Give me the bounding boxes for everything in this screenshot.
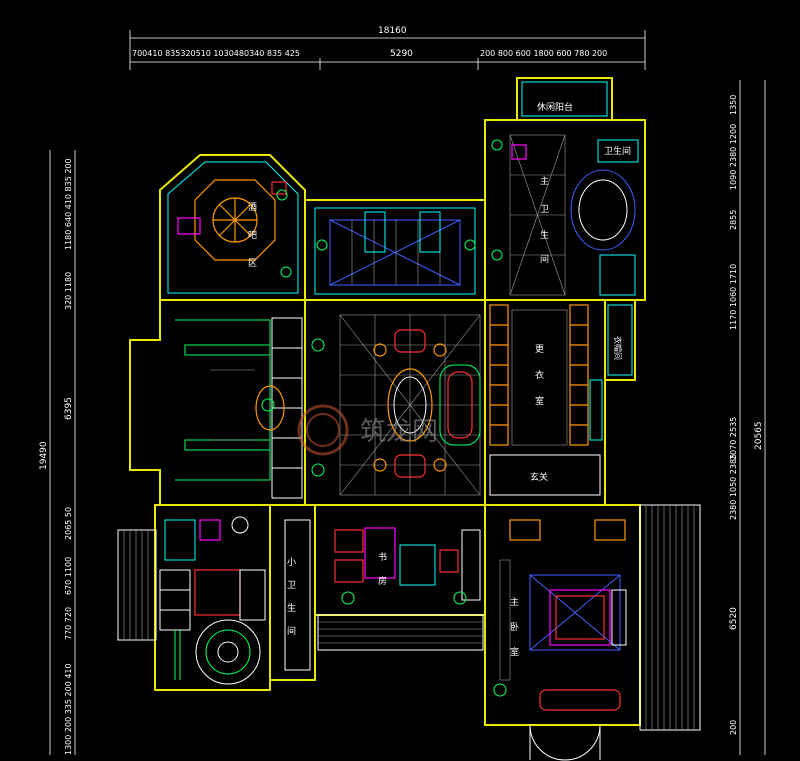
closet-fixtures <box>489 304 633 496</box>
living-room-wall <box>129 299 306 506</box>
dim-right-seg-2: 1090 2380 1200 <box>729 124 738 190</box>
dim-top-mid-segment: 5290 <box>390 49 413 59</box>
cloakroom-label-2: 衣 <box>535 369 544 381</box>
toilet-label: 卫生间 <box>604 145 631 157</box>
dim-right-seg-1: 1350 <box>729 95 738 115</box>
right-dimension-chain: 20565 1350 1090 2380 1200 2855 1170 1060… <box>729 80 766 755</box>
small-bath-label-4: 间 <box>287 625 296 637</box>
building-outline <box>129 77 646 726</box>
bottom-left-fixtures <box>159 516 311 685</box>
top-balcony-label: 休闲阳台 <box>537 101 573 113</box>
dim-right-seg-6: 2380 1050 2385 <box>729 454 738 520</box>
cloakroom-label-1: 更 <box>535 344 544 355</box>
dim-left-seg-1: 1300 200 335 200 410 <box>64 663 73 755</box>
corridor-label: 玄关 <box>530 471 548 483</box>
dim-top-left-segments: 700410 835320510 1030480340 835 425 <box>132 49 300 58</box>
master-bath-label-4: 间 <box>540 253 549 265</box>
dining-room-wall <box>304 299 486 506</box>
octagon-room-furniture <box>177 179 292 278</box>
dim-right-seg-3: 2855 <box>729 210 738 230</box>
dim-right-seg-8: 200 <box>729 720 738 735</box>
study-label-1: 书 <box>378 552 387 563</box>
octagon-room-label-2: 吧 <box>248 230 257 241</box>
watermark-text: 筑龙网 <box>360 417 438 447</box>
master-bath-label-3: 生 <box>540 229 549 241</box>
dim-left-seg-3: 670 1100 <box>64 557 73 595</box>
master-bedroom-label-1: 主 <box>510 596 519 608</box>
small-bath-label-2: 卫 <box>287 581 296 591</box>
cloakroom-label-3: 室 <box>535 395 544 407</box>
master-bath-label-2: 卫 <box>540 205 549 215</box>
dim-top-right-segments: 200 800 600 1800 600 780 200 <box>480 49 607 58</box>
dim-right-seg-7: 6520 <box>729 607 739 630</box>
master-bedroom-label-3: 室 <box>510 646 519 658</box>
top-dimension-chain: 18160 700410 835320510 1030480340 835 42… <box>129 26 646 70</box>
octagon-room-label-1: 酒 <box>248 202 257 213</box>
master-bedroom-wall <box>484 504 641 726</box>
master-bath-label-1: 主 <box>540 175 549 187</box>
dim-left-seg-6: 320 1180 <box>64 272 73 310</box>
master-bedroom-label-2: 卧 <box>510 621 519 633</box>
study-label-2: 房 <box>378 575 387 587</box>
living-room-furniture <box>175 317 325 499</box>
watermark: 筑龙网 <box>297 404 438 456</box>
study-furniture <box>334 527 481 605</box>
left-porch-hatch <box>117 529 157 641</box>
dining-room-furniture <box>339 314 481 496</box>
closet-label: 衣帽间 <box>613 336 623 360</box>
top-balcony-wall <box>516 77 613 121</box>
dim-left-seg-5: 6395 <box>64 397 74 420</box>
right-terrace-hatch <box>639 504 701 731</box>
dim-right-seg-5: 2070 2535 <box>729 417 738 460</box>
stair-hall <box>316 211 476 286</box>
master-bedroom-furniture <box>493 519 627 761</box>
dim-overall-height: 19490 <box>39 441 49 470</box>
bottom-balcony-hatch <box>317 614 484 651</box>
dim-right-seg-4: 1170 1060 1710 <box>729 264 738 330</box>
bottom-left-wall <box>154 504 271 691</box>
dim-left-seg-2: 770 720 <box>64 607 73 640</box>
octagon-room-wall <box>159 154 306 301</box>
small-bath-label-3: 生 <box>287 602 296 614</box>
left-dimension-chain: 19490 1300 200 335 200 410 770 720 670 1… <box>39 150 76 755</box>
master-bath-fixtures <box>491 134 639 296</box>
dim-left-seg-7: 1180 640 410 835 200 <box>64 158 73 250</box>
dim-overall-width: 18160 <box>378 26 407 36</box>
dim-right-overall: 20565 <box>754 421 764 450</box>
dim-left-seg-4: 2065 50 <box>64 507 73 540</box>
small-bath-label-1: 小 <box>287 557 296 568</box>
octagon-room-label-3: 区 <box>248 258 257 269</box>
